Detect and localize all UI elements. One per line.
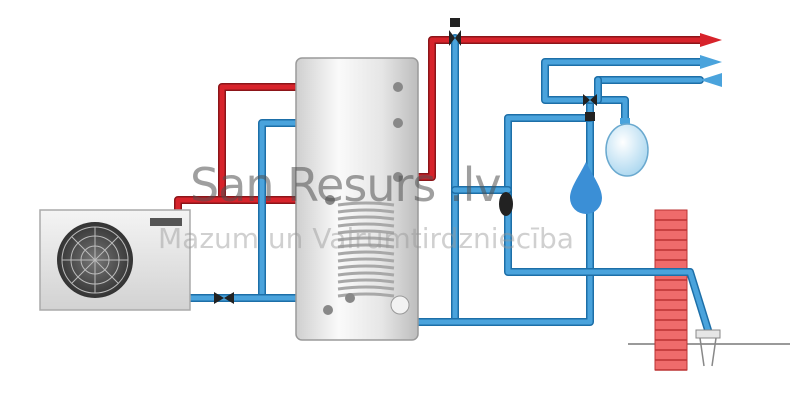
watermark-subtitle: Mazum un Vairumtirdzniecība	[158, 222, 574, 255]
expansion-vessel	[605, 118, 649, 177]
coil-turn	[337, 222, 395, 228]
cold-pipes	[181, 34, 712, 334]
coil-turn	[337, 264, 395, 270]
water-drop-icon	[570, 162, 602, 214]
coil-turn	[337, 250, 395, 256]
three-way-valve-icon	[449, 18, 461, 46]
arrow-right-icon	[700, 33, 722, 47]
coil-turn	[337, 215, 395, 221]
coil-turn	[337, 271, 395, 277]
heat-pump-unit	[39, 209, 191, 311]
coil-turn	[337, 292, 395, 298]
coil-turn	[337, 208, 395, 214]
coil-turn	[337, 278, 395, 284]
coil-turn	[337, 236, 395, 242]
pump-icon	[499, 192, 513, 216]
mixing-valve-icon	[583, 94, 597, 121]
valve-icon	[214, 292, 234, 304]
ground-outlet	[695, 329, 721, 367]
coil-turn	[337, 229, 395, 235]
coil-turn	[337, 285, 395, 291]
coil-turn	[337, 243, 395, 249]
storage-tank	[295, 57, 419, 341]
arrow-right-icon	[700, 55, 722, 69]
arrow-left-icon	[700, 73, 722, 87]
chimney	[654, 209, 688, 371]
coil-turn	[337, 257, 395, 263]
watermark-title: San Resurs .lv	[190, 158, 502, 212]
tank-coil	[337, 201, 395, 298]
coil-turn	[337, 201, 395, 207]
